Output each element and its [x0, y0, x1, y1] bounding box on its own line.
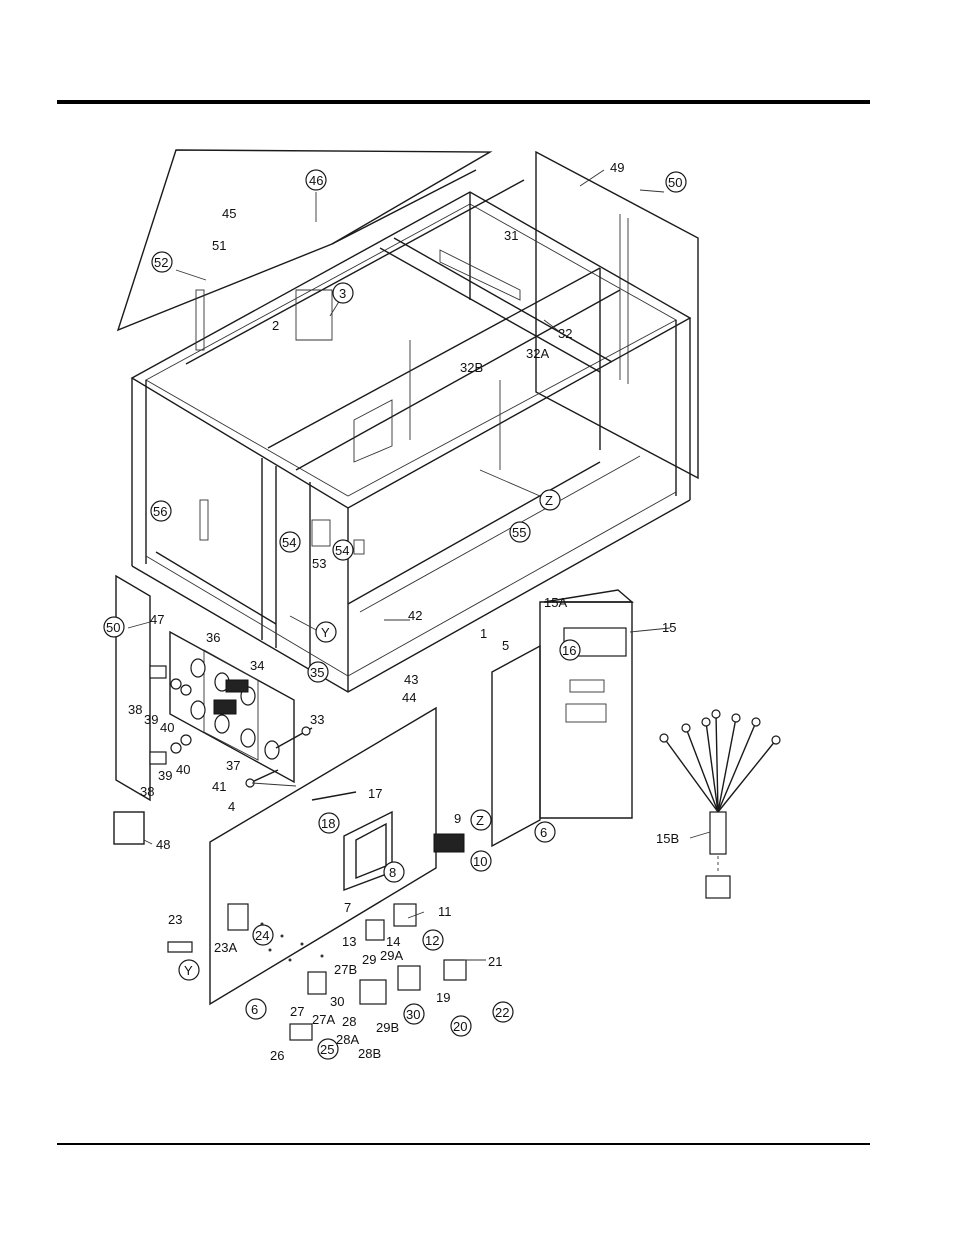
- label-49: 49: [610, 160, 624, 175]
- wire-harness-15b: [660, 710, 780, 898]
- footer-rule: [57, 1143, 870, 1145]
- label-38-bottom: 38: [140, 784, 154, 799]
- label-10: 10: [473, 854, 487, 869]
- label-3: 3: [339, 286, 346, 301]
- label-44: 44: [402, 690, 416, 705]
- label-15a: 15A: [544, 595, 567, 610]
- label-45: 45: [222, 206, 236, 221]
- label-16: 16: [562, 643, 576, 658]
- label-7: 7: [344, 900, 351, 915]
- label-30-left: 30: [330, 994, 344, 1009]
- label-36: 36: [206, 630, 220, 645]
- leader-lines: [128, 170, 710, 960]
- label-24: 24: [255, 928, 269, 943]
- label-y-bottom: Y: [184, 963, 193, 978]
- label-50: 50: [668, 175, 682, 190]
- label-46: 46: [309, 173, 323, 188]
- label-32b: 32B: [460, 360, 483, 375]
- label-55: 55: [512, 525, 526, 540]
- label-35: 35: [310, 665, 324, 680]
- label-52: 52: [154, 255, 168, 270]
- label-4: 4: [228, 799, 235, 814]
- label-48: 48: [156, 837, 170, 852]
- top-panel-45: [118, 150, 490, 330]
- label-25: 25: [320, 1042, 334, 1057]
- label-18: 18: [321, 816, 335, 831]
- label-29b: 29B: [376, 1020, 399, 1035]
- label-40-bottom: 40: [176, 762, 190, 777]
- label-43: 43: [404, 672, 418, 687]
- label-17: 17: [368, 786, 382, 801]
- part-labels: 45 46 49 50 51 52 31 3 2 32 32A 32B Z 56…: [106, 160, 682, 1063]
- label-33: 33: [310, 712, 324, 727]
- label-13: 13: [342, 934, 356, 949]
- label-27a: 27A: [312, 1012, 335, 1027]
- label-23: 23: [168, 912, 182, 927]
- label-31: 31: [504, 228, 518, 243]
- label-14: 14: [386, 934, 400, 949]
- front-panel-4: [168, 708, 466, 1040]
- label-6-left: 6: [251, 1002, 258, 1017]
- label-2: 2: [272, 318, 279, 333]
- label-11: 11: [438, 904, 452, 919]
- label-22: 22: [495, 1005, 509, 1020]
- label-39-bottom: 39: [158, 768, 172, 783]
- label-20: 20: [453, 1019, 467, 1034]
- label-54-left: 54: [282, 535, 296, 550]
- label-5: 5: [502, 638, 509, 653]
- label-28: 28: [342, 1014, 356, 1029]
- label-15b: 15B: [656, 831, 679, 846]
- label-37: 37: [226, 758, 240, 773]
- label-9: 9: [454, 811, 461, 826]
- label-41: 41: [212, 779, 226, 794]
- side-panel-49: [536, 152, 698, 478]
- label-27b: 27B: [334, 962, 357, 977]
- label-32a: 32A: [526, 346, 549, 361]
- label-z-bottom: Z: [476, 813, 484, 828]
- label-34: 34: [250, 658, 264, 673]
- label-29a: 29A: [380, 948, 403, 963]
- label-27: 27: [290, 1004, 304, 1019]
- label-38-top: 38: [128, 702, 142, 717]
- label-1: 1: [480, 626, 487, 641]
- label-30-right: 30: [406, 1007, 420, 1022]
- label-42: 42: [408, 608, 422, 623]
- label-23a: 23A: [214, 940, 237, 955]
- label-15: 15: [662, 620, 676, 635]
- label-12: 12: [425, 933, 439, 948]
- label-51: 51: [212, 238, 226, 253]
- label-39-top: 39: [144, 712, 158, 727]
- label-28b: 28B: [358, 1046, 381, 1061]
- label-8: 8: [389, 865, 396, 880]
- label-19: 19: [436, 990, 450, 1005]
- label-50-side: 50: [106, 620, 120, 635]
- rear-panel-6: [492, 590, 632, 846]
- label-29: 29: [362, 952, 376, 967]
- label-40-top: 40: [160, 720, 174, 735]
- label-21: 21: [488, 954, 502, 969]
- label-6-right: 6: [540, 825, 547, 840]
- label-26: 26: [270, 1048, 284, 1063]
- label-z-top: Z: [545, 493, 553, 508]
- label-28a: 28A: [336, 1032, 359, 1047]
- label-32: 32: [558, 326, 572, 341]
- label-56: 56: [153, 504, 167, 519]
- label-54-right: 54: [335, 543, 349, 558]
- label-53: 53: [312, 556, 326, 571]
- label-y-top: Y: [321, 625, 330, 640]
- label-47: 47: [150, 612, 164, 627]
